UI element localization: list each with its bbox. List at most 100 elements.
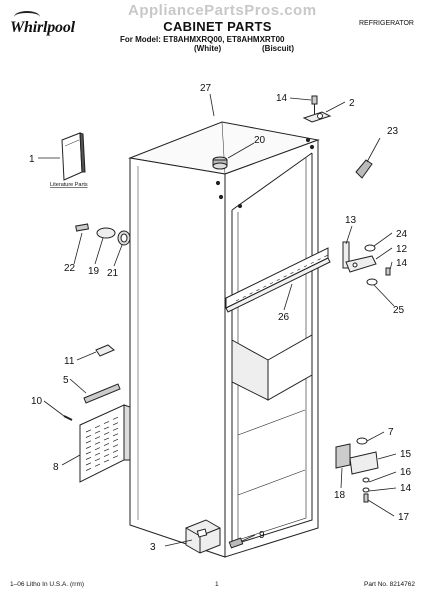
literature-part	[61, 132, 86, 181]
callout-11: 11	[64, 356, 75, 367]
divider-slot	[242, 295, 246, 298]
variant-biscuit: (Biscuit)	[262, 44, 294, 53]
callout-17: 17	[398, 512, 410, 523]
callout-13: 13	[345, 215, 357, 226]
page-title: CABINET PARTS	[163, 19, 272, 34]
toe-grille	[79, 404, 131, 483]
callout-15: 15	[400, 449, 412, 460]
callout-10: 10	[31, 396, 43, 407]
variant-white: (White)	[194, 44, 222, 53]
callout-23: 23	[387, 126, 399, 137]
callout-9: 9	[259, 530, 265, 541]
grille-slot	[103, 437, 110, 441]
grille-slot	[112, 433, 119, 437]
grille-slot	[94, 441, 101, 445]
grille-slot	[112, 444, 119, 448]
callout-25: 25	[393, 305, 405, 316]
callout-24: 24	[396, 229, 408, 240]
grille-slot	[103, 421, 110, 424]
footer-part-number: Part No. 8214762	[364, 581, 415, 588]
callout-21: 21	[107, 268, 119, 279]
whirlpool-logo: Whirlpool	[10, 19, 75, 36]
top-hinge	[302, 95, 332, 123]
divider-slot	[235, 299, 240, 302]
leader-lines	[38, 93, 397, 547]
watermark: AppliancePartsPros.com	[128, 2, 317, 19]
divider-slot	[263, 285, 267, 288]
callout-27: 27	[200, 83, 212, 94]
grille-slot	[85, 445, 92, 449]
callout-3: 3	[150, 542, 156, 553]
callout-7: 7	[388, 427, 394, 438]
callout-26: 26	[278, 312, 290, 323]
divider-slot	[276, 278, 280, 281]
grille-slot	[103, 443, 110, 446]
bottom-hinge	[335, 437, 379, 503]
bracket-part	[95, 344, 115, 357]
divider-slot	[324, 255, 328, 258]
grille-slot	[112, 449, 119, 453]
callout-1: 1	[29, 154, 35, 165]
grille-slot	[85, 462, 92, 466]
grille-slot	[112, 422, 119, 426]
grille-slot	[85, 467, 92, 471]
model-line: For Model: ET8AHMXRQ00, ET8AHMXRT00	[120, 35, 285, 44]
grille-slot	[85, 440, 92, 444]
grille-slot	[112, 455, 119, 459]
grille-slot	[85, 434, 92, 438]
hole	[237, 203, 243, 209]
divider-slot	[297, 268, 301, 271]
grille-slot	[85, 456, 92, 460]
grille-slots	[85, 416, 119, 471]
callout-14-top: 14	[276, 93, 288, 104]
center-hinge	[342, 241, 391, 286]
divider-slot	[310, 261, 314, 264]
plug-part	[212, 156, 228, 170]
grille-slot	[94, 452, 101, 456]
grille-slot	[112, 438, 119, 442]
callout-18: 18	[334, 490, 346, 501]
category-label: REFRIGERATOR	[359, 20, 414, 27]
grille-slot	[112, 427, 119, 431]
whirlpool-logo-swoosh	[14, 11, 40, 23]
hole	[309, 144, 315, 150]
hole	[215, 180, 221, 186]
callout-16: 16	[400, 467, 412, 478]
grille-slot	[103, 426, 110, 430]
grille-slot	[94, 425, 101, 429]
callout-14-bottom: 14	[400, 483, 412, 494]
cabinet-shell	[128, 121, 320, 558]
divider-slot	[283, 275, 287, 278]
grille-slot	[103, 432, 110, 435]
callout-19: 19	[88, 266, 100, 277]
callout-20: 20	[254, 135, 266, 146]
grille-slot	[103, 459, 110, 463]
hinge-cap	[355, 159, 373, 179]
screw-part	[63, 415, 73, 421]
grille-slot	[94, 447, 101, 451]
grille-slot	[94, 463, 101, 467]
grille-slot	[94, 458, 101, 462]
callout-14-center: 14	[396, 258, 408, 269]
grille-slot	[85, 429, 92, 433]
grille-slot	[112, 416, 119, 420]
callout-22: 22	[64, 263, 76, 274]
hole	[218, 194, 224, 200]
literature-parts-label: Literature Parts	[50, 182, 88, 188]
divider-slot	[256, 289, 260, 292]
divider-slot	[249, 292, 253, 295]
divider-slot	[269, 282, 274, 285]
callout-2: 2	[349, 98, 355, 109]
roller-bracket	[185, 519, 221, 554]
callout-8: 8	[53, 462, 59, 473]
door-hinge-left	[75, 223, 131, 246]
divider-slot	[290, 272, 294, 275]
grille-slot	[94, 430, 101, 434]
callout-5: 5	[63, 375, 69, 386]
hole	[305, 137, 311, 143]
trim-strip	[83, 383, 121, 404]
divider-slots	[235, 255, 328, 302]
grille-slot	[85, 451, 92, 455]
callout-12: 12	[396, 244, 408, 255]
